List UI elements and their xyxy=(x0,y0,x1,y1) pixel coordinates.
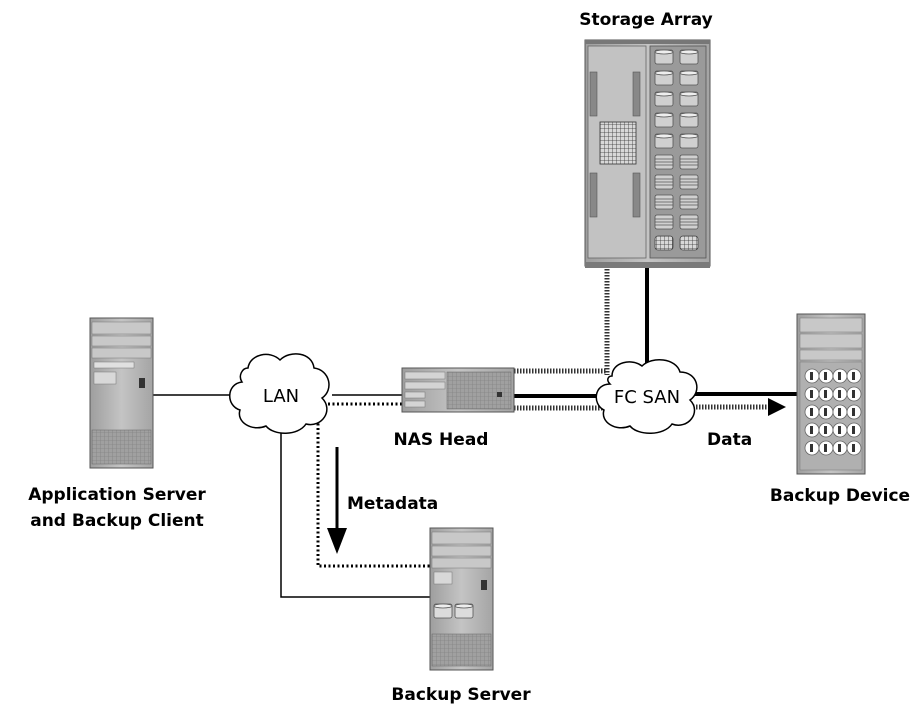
nas-head-icon xyxy=(401,367,515,413)
data-flow-label: Data xyxy=(707,430,752,450)
metadata-arrowhead xyxy=(327,528,347,554)
fc-san-label: FC SAN xyxy=(614,387,680,408)
metadata-flow-label: Metadata xyxy=(347,494,438,514)
storage-array-icon xyxy=(584,39,711,268)
application-server-icon xyxy=(89,317,154,469)
backup-device-label: Backup Device xyxy=(770,486,910,506)
lan-cloud: LAN xyxy=(229,353,330,434)
lan-label: LAN xyxy=(263,386,299,407)
data-arrowhead xyxy=(768,398,786,416)
backup-server-label: Backup Server xyxy=(391,685,531,705)
backup-server-icon xyxy=(429,527,494,671)
storage-array-label: Storage Array xyxy=(579,10,712,30)
fc-san-cloud: FC SAN xyxy=(595,359,698,434)
metadata-path xyxy=(316,402,430,568)
nas-head-label: NAS Head xyxy=(394,430,489,450)
app-server-label-line2: and Backup Client xyxy=(30,511,204,531)
app-server-label-line1: Application Server xyxy=(28,485,206,505)
connections xyxy=(153,266,797,598)
backup-device-icon xyxy=(796,313,866,475)
link-lan-backup-server xyxy=(280,428,430,598)
